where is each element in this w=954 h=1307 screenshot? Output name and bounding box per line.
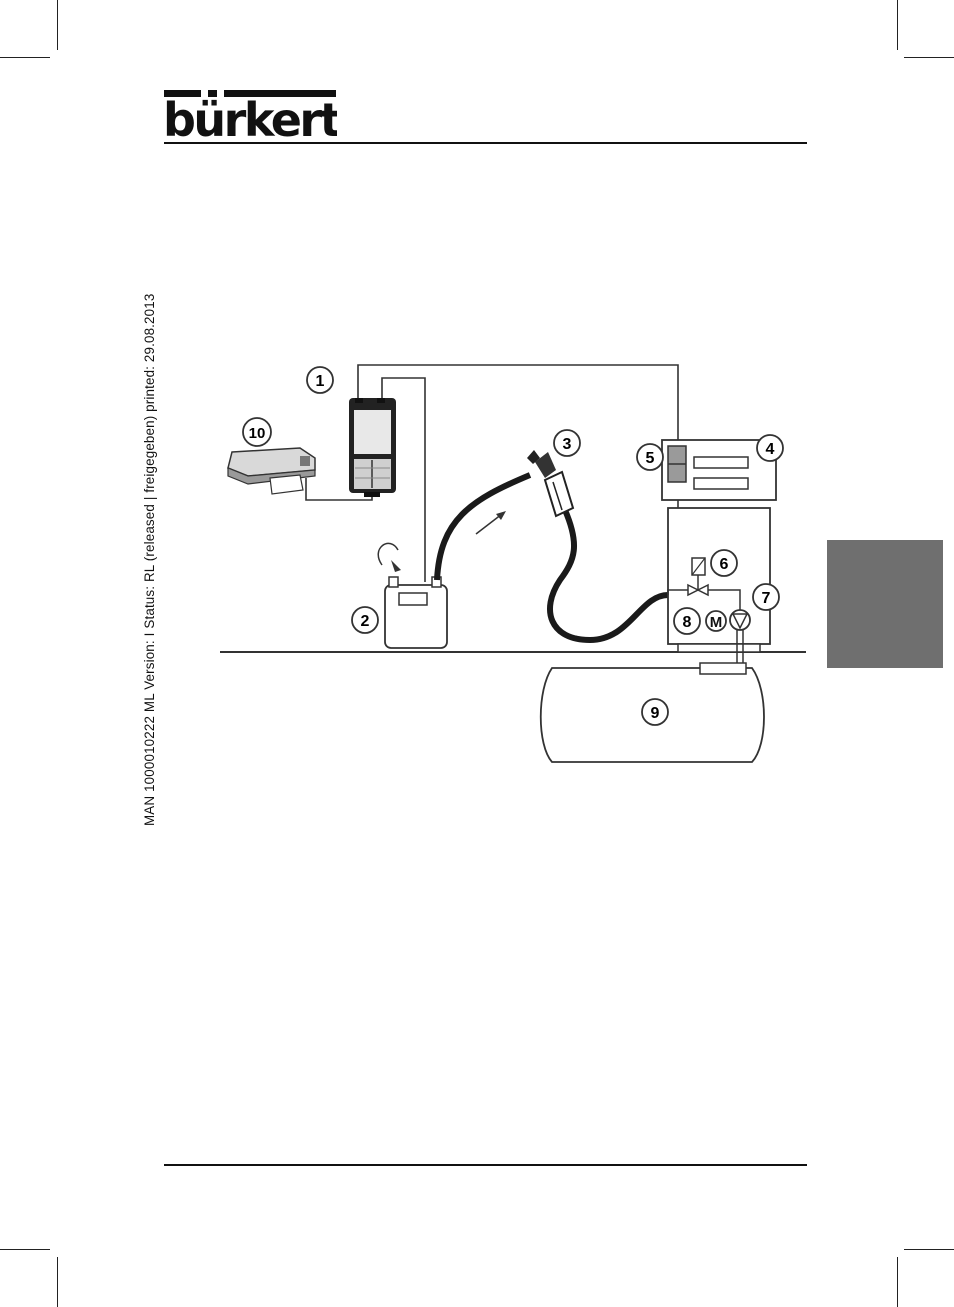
crop-mark-top-left-h [0,57,50,58]
burkert-logo: bürkert [163,88,337,140]
svg-text:1: 1 [316,373,325,390]
footer-rule [164,1164,807,1166]
crop-mark-bottom-right-v [897,1257,898,1307]
svg-text:5: 5 [646,450,655,467]
svg-text:3: 3 [563,436,572,453]
crop-mark-top-left-v [57,0,58,50]
callout-5: 5 [637,444,663,470]
svg-text:9: 9 [651,705,660,722]
crop-mark-bottom-left-v [57,1257,58,1307]
callout-8: 8 [674,608,700,634]
callout-4: 4 [757,435,783,461]
crop-mark-bottom-left-h [0,1249,50,1250]
callout-10: 10 [243,418,271,446]
callout-2: 2 [352,607,378,633]
svg-text:7: 7 [762,590,771,607]
svg-text:4: 4 [766,441,775,458]
callout-9: 9 [642,699,668,725]
callout-1: 1 [307,367,333,393]
system-diagram: M 1 2 3 4 5 6 7 8 9 [215,355,815,775]
callout-6: 6 [711,550,737,576]
callout-3: 3 [554,430,580,456]
logo-wordmark: bürkert [163,93,337,140]
crop-mark-bottom-right-h [904,1249,954,1250]
svg-text:10: 10 [249,425,266,442]
svg-text:8: 8 [683,614,692,631]
dispenser-body: M [668,508,770,668]
crop-mark-top-right-v [897,0,898,50]
crop-mark-top-right-h [904,57,954,58]
svg-text:2: 2 [361,613,370,630]
printer [228,448,315,494]
section-tab [827,540,943,668]
svg-text:6: 6 [720,556,729,573]
header-rule [164,142,807,144]
motor-symbol: M [710,614,723,631]
controller-device [349,398,396,497]
document-status-label: MAN 1000010222 ML Version: I Status: RL … [142,294,157,826]
fuel-nozzle [527,450,573,516]
callout-7: 7 [753,584,779,610]
